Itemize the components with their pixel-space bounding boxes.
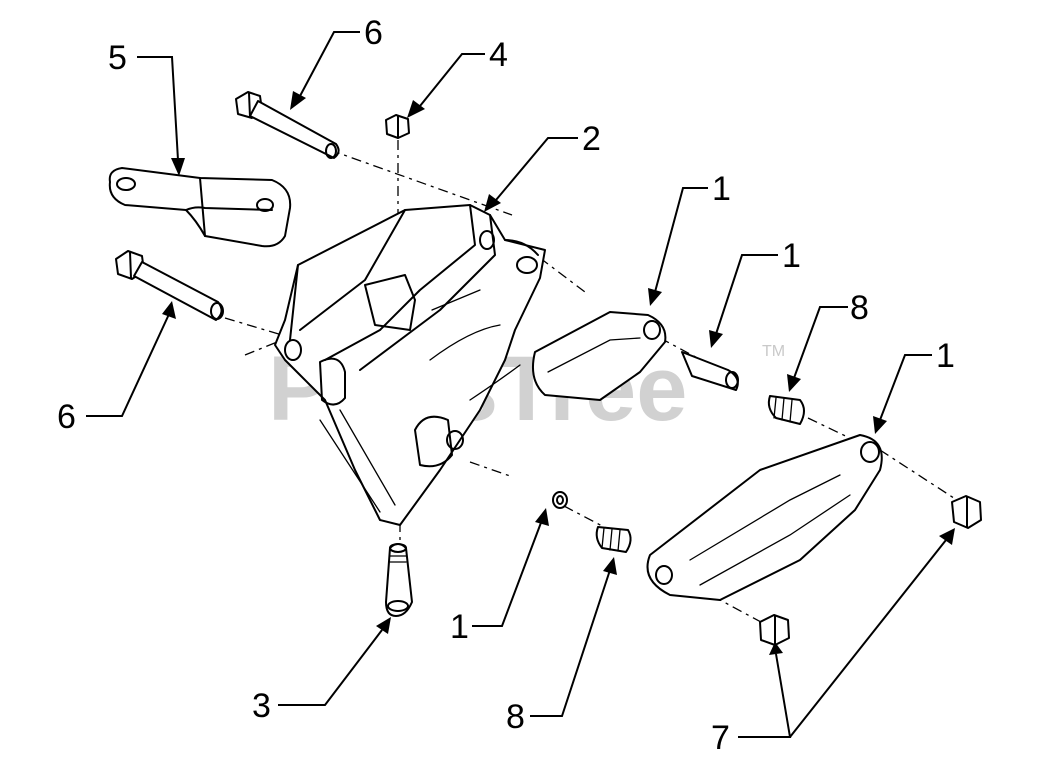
part-2-mounting-frame <box>274 204 546 526</box>
leader-lines <box>86 31 955 738</box>
callout-6-upper: 6 <box>364 14 383 52</box>
part-6-bolt-lower <box>115 250 224 321</box>
callout-labels: 5 6 4 2 1 1 8 1 6 1 8 3 7 <box>57 14 955 757</box>
part-6-bolt-upper <box>235 91 340 159</box>
callout-2: 2 <box>582 120 601 158</box>
callout-8-lower: 8 <box>506 698 525 736</box>
part-8-spring-lower <box>595 526 632 553</box>
callout-8-upper: 8 <box>850 289 869 327</box>
watermark-trademark: TM <box>762 343 785 360</box>
part-1-bushing <box>681 351 739 391</box>
callout-1-d: 1 <box>450 608 469 646</box>
part-1-washer <box>552 491 568 509</box>
part-7-nut-right <box>951 495 982 529</box>
callout-5: 5 <box>108 39 127 77</box>
part-8-spring-upper <box>767 395 805 425</box>
part-7-nut-left <box>759 614 790 646</box>
part-4-nut <box>385 114 410 139</box>
callout-1-b: 1 <box>782 237 801 275</box>
part-5-bracket <box>108 167 292 248</box>
part-1-link-arm-lower <box>646 434 883 601</box>
part-3-pin <box>385 543 413 617</box>
callout-4: 4 <box>489 36 508 74</box>
callout-6-lower: 6 <box>57 398 76 436</box>
callout-3: 3 <box>252 687 271 725</box>
part-1-link-arm-upper <box>532 311 667 401</box>
callout-1-a: 1 <box>712 170 731 208</box>
callout-7: 7 <box>711 719 730 757</box>
callout-1-c: 1 <box>936 337 955 375</box>
